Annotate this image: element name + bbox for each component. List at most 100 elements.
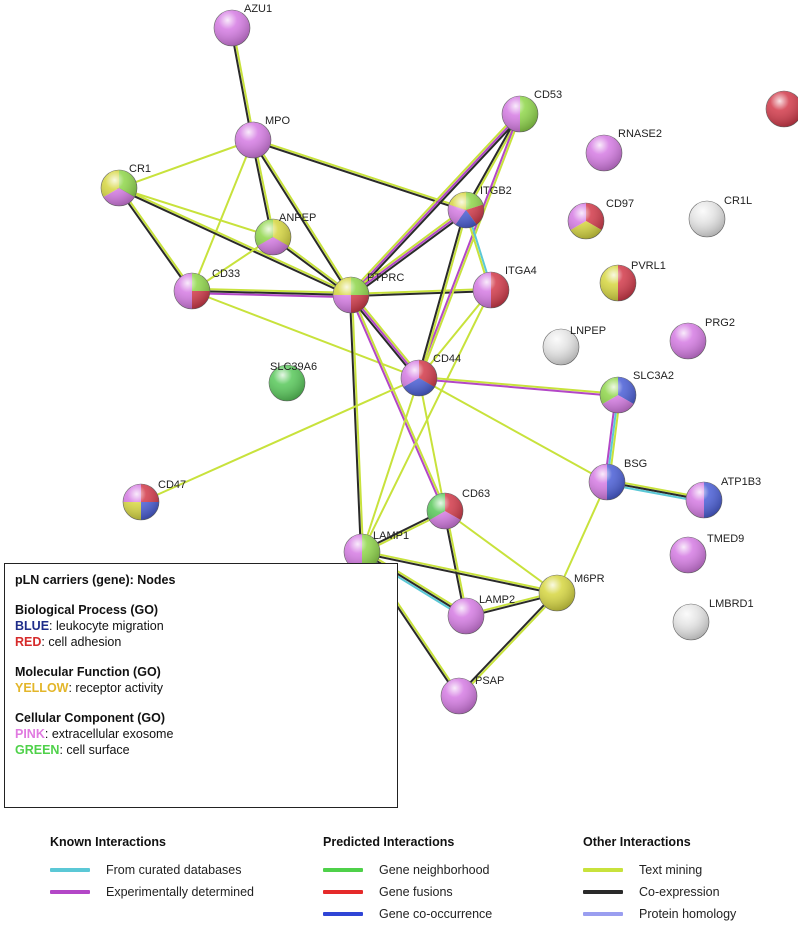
node-tmed9[interactable]: TMED9 [669,533,744,574]
node-gloss [448,192,484,228]
edge-line-coexp [191,290,352,296]
edge-line-text [351,293,448,512]
edge-ITGA4-CD44 [418,289,492,379]
node-ptprc[interactable]: PTPRC [332,272,404,314]
node-anpep[interactable]: ANPEP [254,212,316,256]
node-pvrl1[interactable]: PVRL1 [599,260,666,302]
edge-line-text [252,138,353,296]
edge-CD44-BSG [418,377,608,483]
node-m6pr[interactable]: M6PR [538,573,605,612]
edge-CD33-PTPRC [190,287,353,299]
node-label: SLC3A2 [633,370,674,382]
node-cr1[interactable]: CR1 [100,163,151,207]
node-prg2[interactable]: PRG2 [669,317,735,360]
node-lmbrd1[interactable]: LMBRD1 [672,598,754,641]
interaction-row: Co-expression [583,881,736,903]
edge-PTPRC-ITGA4 [349,287,493,298]
node-label: CD53 [534,89,562,101]
edge-CD63-M6PR [444,510,558,594]
interaction-label: Gene neighborhood [379,863,490,877]
node-gloss [448,598,484,634]
interaction-swatch [50,868,90,872]
edge-line-coexp [117,187,352,297]
edge-line-text [418,377,608,483]
node-cd44[interactable]: CD44 [400,353,461,397]
edge-line-exper [190,292,352,299]
node-cd63[interactable]: CD63 [426,488,490,530]
node-lamp2[interactable]: LAMP2 [447,594,515,635]
legend-bp-blue: BLUE: leukocyte migration [15,618,387,634]
interaction-row: From curated databases [50,859,254,881]
node-label: RNASE2 [618,128,662,140]
node-itgb2[interactable]: ITGB2 [447,185,512,229]
edge-PTPRC-CD53 [348,111,523,298]
legend-blue-key: BLUE [15,619,50,633]
interaction-row: Gene neighborhood [323,859,492,881]
edge-line-text [349,287,492,295]
node-bsg[interactable]: BSG [588,458,647,501]
node-azu1[interactable]: AZU1 [213,3,272,47]
interaction-swatch [323,912,363,916]
legend-cc-heading: Cellular Component (GO) [15,711,165,725]
edge-line-exper [350,113,521,296]
predicted-heading: Predicted Interactions [323,835,455,849]
node-label: CD47 [158,479,186,491]
edge-line-coexp [351,210,469,298]
node-cd33[interactable]: CD33 [173,268,240,310]
node-mpo[interactable]: MPO [234,115,291,159]
node-gloss [123,484,159,520]
edge-line-text [556,481,608,594]
node-gloss [539,575,575,611]
edge-CR1-PTPRC [117,186,353,297]
node-lnpep[interactable]: LNPEP [542,325,606,366]
node-label: PRG2 [705,317,735,329]
edge-line-text [351,293,365,553]
edge-line-coexp [464,112,521,211]
legend-cc-green: GREEN: cell surface [15,742,387,758]
node-cd47[interactable]: CD47 [122,479,186,521]
interaction-swatch [50,890,90,894]
node-cr1l[interactable]: CR1L [688,195,752,238]
node-slc3a2[interactable]: SLC3A2 [599,370,674,414]
edge-line-text [348,111,520,295]
node-siglec5[interactable]: SIGLEC5 [765,85,798,128]
interaction-row: Experimentally determined [50,881,254,903]
edge-line-text [419,113,523,380]
node-gloss [502,96,538,132]
node-itga4[interactable]: ITGA4 [472,265,537,309]
node-label: PSAP [475,675,504,687]
node-psap[interactable]: PSAP [440,675,504,715]
node-label: CD63 [462,488,490,500]
interaction-label: Gene fusions [379,885,453,899]
node-gloss [673,604,709,640]
legend-red-key: RED [15,635,42,649]
node-cd53[interactable]: CD53 [501,89,562,133]
edge-CD44-SLC3A2 [417,375,620,398]
node-cd97[interactable]: CD97 [567,198,634,240]
node-label: ITGA4 [505,265,537,277]
node-label: TMED9 [707,533,744,545]
edge-BSG-M6PR [556,481,608,594]
edge-line-text [118,187,274,238]
node-slc39a6[interactable]: SLC39A6 [268,361,317,402]
node-gloss [670,323,706,359]
legend-pink-key: PINK [15,727,45,741]
node-lamp1[interactable]: LAMP1 [343,530,409,571]
interaction-swatch [323,868,363,872]
interaction-legend: Known Interactions From curated database… [0,835,798,935]
node-rnase2[interactable]: RNASE2 [585,128,662,172]
edge-line-text [118,186,194,292]
edge-MPO-ITGB2 [251,137,468,213]
node-label: LNPEP [570,325,606,337]
edge-line-text [191,287,353,294]
edge-line-coexp [251,139,352,297]
known-heading: Known Interactions [50,835,166,849]
node-gloss [586,135,622,171]
edge-CD44-CD63 [418,377,446,512]
node-label: ANPEP [279,212,316,224]
interaction-row: Text mining [583,859,736,881]
node-atp1b3[interactable]: ATP1B3 [685,476,761,519]
node-label: AZU1 [244,3,272,15]
legend-bp-red: RED: cell adhesion [15,634,387,650]
